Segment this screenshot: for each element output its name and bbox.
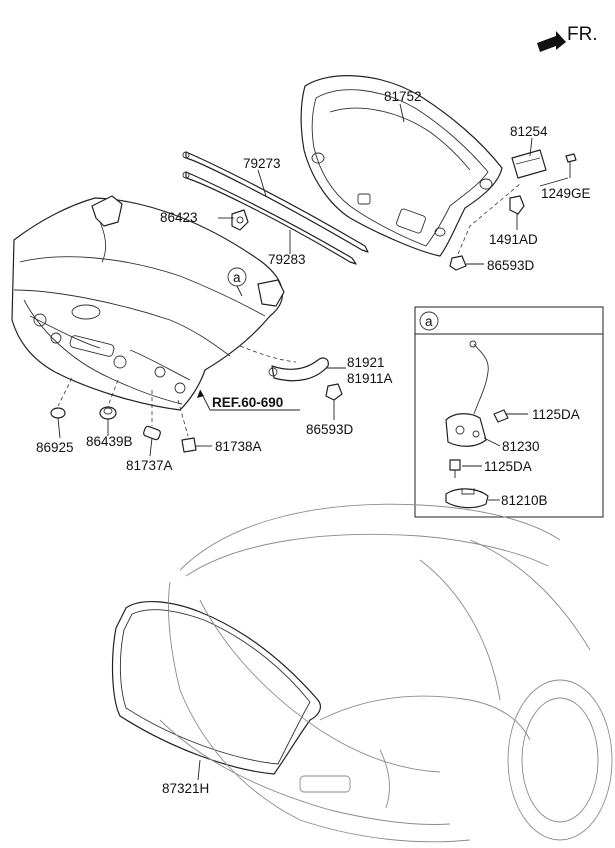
inset-callout-box: a — [414, 306, 604, 518]
part-label-81210B: 81210B — [501, 493, 548, 508]
part-label-86925: 86925 — [36, 440, 74, 455]
part-label-79283: 79283 — [268, 252, 306, 267]
bolt-86593D-mid — [325, 383, 343, 401]
screw-1249GE — [565, 153, 577, 178]
lid-stay-rods — [182, 151, 369, 265]
clip-86423 — [231, 209, 249, 231]
dash-guides-bottom — [57, 377, 189, 437]
cap-86925 — [50, 407, 66, 419]
part-label-81254: 81254 — [510, 124, 548, 139]
lamp-81254 — [511, 149, 547, 179]
reference-pointer: REF.60-690 — [197, 389, 300, 411]
nut-86593D-top — [449, 255, 467, 271]
part-label-86593D-top: 86593D — [487, 258, 535, 273]
clip-1491AD — [509, 195, 525, 215]
part-label-81752: 81752 — [384, 89, 422, 104]
lid-callout-a: a — [227, 267, 247, 297]
part-label-1125DA-upper: 1125DA — [532, 407, 580, 422]
part-label-87321H: 87321H — [162, 781, 209, 796]
weatherstrip-87321H — [111, 601, 322, 775]
reference-label: REF.60-690 — [212, 395, 283, 410]
front-direction-indicator: FR. — [537, 24, 598, 52]
part-label-86593D-mid: 86593D — [306, 422, 354, 437]
lid-callout-letter: a — [233, 270, 241, 285]
trunk-lid-assembly — [11, 195, 285, 411]
inset-callout-letter: a — [425, 314, 433, 329]
part-label-86439B: 86439B — [86, 434, 133, 449]
part-label-81738A: 81738A — [215, 439, 262, 454]
part-label-1249GE: 1249GE — [541, 186, 591, 201]
part-label-81911A: 81911A — [347, 371, 393, 386]
part-label-86423: 86423 — [160, 210, 198, 225]
part-label-81230: 81230 — [502, 439, 540, 454]
clip-81737A — [143, 425, 161, 441]
trunk-trim-panel — [300, 75, 503, 257]
cap-86439B — [99, 406, 117, 420]
handle-bracket — [239, 345, 329, 382]
part-label-81921: 81921 — [347, 355, 385, 370]
part-label-1125DA-lower: 1125DA — [484, 459, 532, 474]
part-label-1491AD: 1491AD — [489, 232, 538, 247]
leader-lines — [57, 103, 569, 781]
front-arrow-icon — [537, 31, 566, 52]
part-label-81737A: 81737A — [126, 458, 173, 473]
front-direction-label: FR. — [567, 24, 598, 45]
part-labels: 81752 81254 1249GE 79273 86423 79283 149… — [36, 89, 591, 796]
car-body-outline — [159, 503, 613, 843]
plug-81738A — [181, 437, 197, 453]
part-label-79273: 79273 — [243, 156, 281, 171]
dash-guide-top — [457, 183, 521, 255]
